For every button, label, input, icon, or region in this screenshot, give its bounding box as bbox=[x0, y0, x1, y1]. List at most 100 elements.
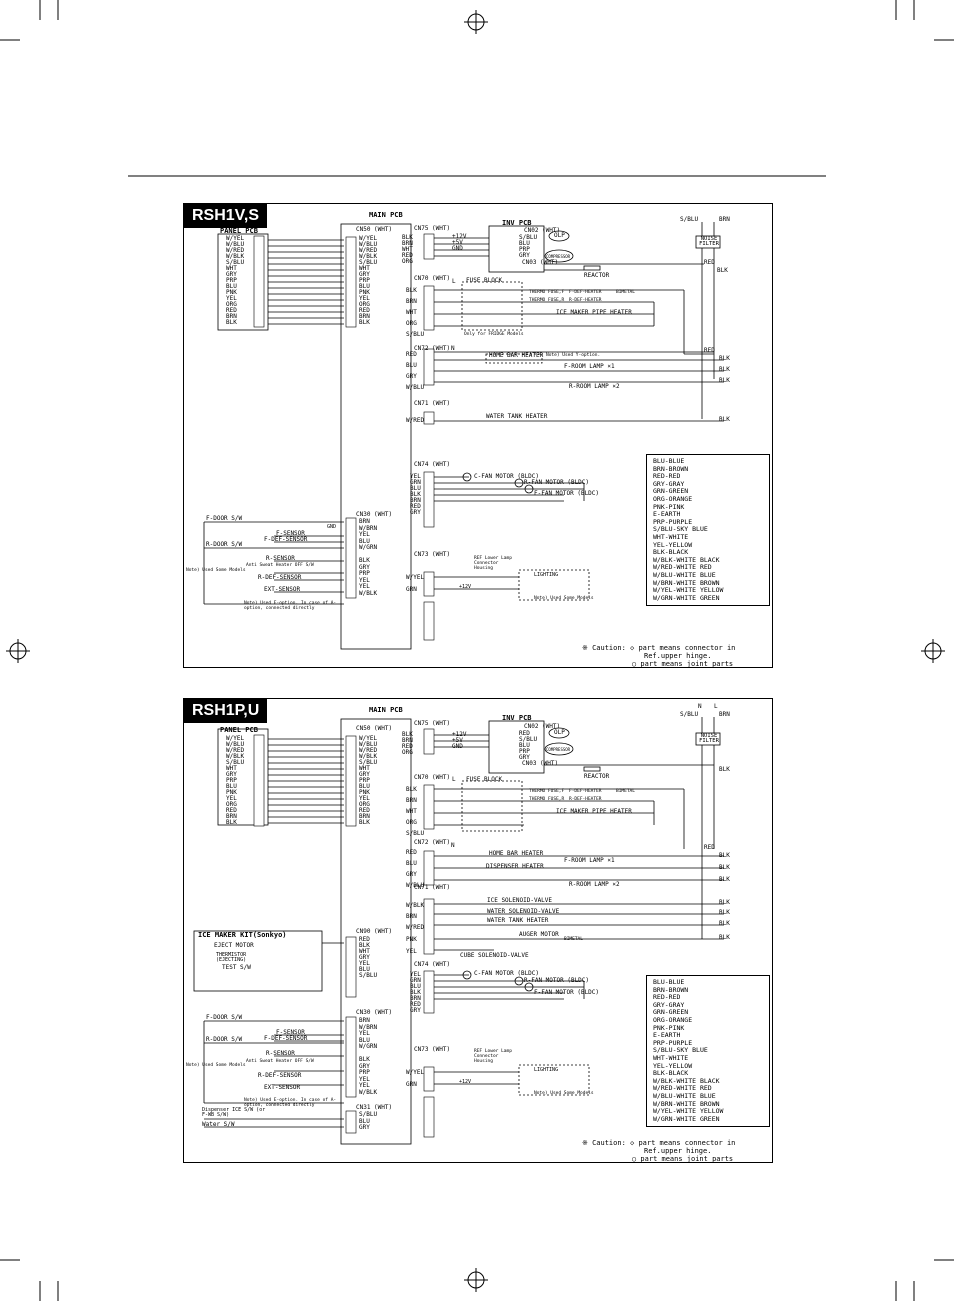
cn75-voltage-list: +12V +5V GND bbox=[452, 732, 466, 750]
wire-label: RED bbox=[359, 307, 370, 314]
wire-label: YEL bbox=[410, 473, 421, 480]
bimetal-label: BIMETAL bbox=[564, 937, 583, 942]
blk-label: BLK bbox=[719, 377, 730, 384]
legend-item: W/RED-WHITE RED bbox=[653, 563, 712, 572]
cn74-wire-list: YEL GRN BLU BLK BRN RED GRY bbox=[410, 474, 421, 516]
cn74-label: CN74 (WHT) bbox=[414, 461, 451, 468]
anti-sweat-sw: Anti Sweat Heater OFF S/W bbox=[246, 1059, 314, 1064]
red-label: RED bbox=[704, 347, 715, 354]
water-tank-heater: WATER TANK HEATER bbox=[487, 917, 549, 924]
wire-label: W/YEL bbox=[359, 735, 378, 742]
cn70-wire-list: BLK BRN WHT ORG S/BLU bbox=[406, 285, 424, 340]
legend-item: W/BRN-WHITE BROWN bbox=[653, 578, 720, 587]
wire-label: W/YEL bbox=[226, 235, 245, 242]
wire-label: RED bbox=[410, 503, 421, 510]
panel-wire-list: W/YEL W/BLU W/RED W/BLK S/BLU WHT GRY PR… bbox=[226, 736, 244, 826]
legend-item: ORG-ORANGE bbox=[653, 494, 693, 503]
wire-color-legend: BLU-BLUE BRN-BROWN RED-RED GRY-GRAY GRN-… bbox=[646, 975, 770, 1128]
panel-pcb-label: PANEL PCB bbox=[220, 726, 258, 734]
wire-label: GRY bbox=[410, 1007, 421, 1014]
main-pcb-label: MAIN PCB bbox=[369, 706, 403, 714]
l-label: L bbox=[714, 703, 718, 710]
legend-item: W/GRN-WHITE GREEN bbox=[653, 1114, 720, 1123]
wire-label: BLU bbox=[226, 283, 237, 290]
wiring-diagram-rsh1vs: RSH1V,S bbox=[183, 203, 773, 668]
legend-item: GRN-GREEN bbox=[653, 1008, 689, 1017]
wire-label: ORG bbox=[226, 301, 237, 308]
wire-label: W/BLK bbox=[226, 253, 245, 260]
wire-label: W/YEL bbox=[359, 235, 378, 242]
cn50-wire-list: W/YEL W/BLU W/RED W/BLK S/BLU WHT GRY PR… bbox=[359, 736, 377, 826]
legend-item: W/GRN-WHITE GREEN bbox=[653, 593, 720, 602]
wire-label: W/BLK bbox=[359, 589, 378, 597]
wire-label: W/BLK bbox=[226, 753, 245, 760]
legend-item: BRN-BROWN bbox=[653, 985, 689, 994]
wire-label: S/BLU bbox=[519, 736, 538, 743]
r-fan-motor: R-FAN MOTOR (BLDC) bbox=[524, 479, 590, 486]
wire-label: BRN bbox=[359, 313, 370, 320]
wire-label: PRP bbox=[226, 777, 237, 784]
wire-label: GRY bbox=[519, 754, 530, 761]
wire-label: ORG bbox=[359, 801, 370, 808]
wire-label: YEL bbox=[359, 1082, 370, 1089]
wire-label: RED bbox=[406, 351, 417, 358]
noise-filter-label: NOISE FILTER bbox=[699, 733, 719, 744]
wire-label: WHT bbox=[226, 265, 237, 272]
cn71-wire-list: W/BLK BRN W/RED PNK YEL bbox=[406, 900, 424, 957]
legend-item: W/RED-WHITE RED bbox=[653, 1084, 712, 1093]
wire-label: PNK bbox=[226, 289, 237, 296]
wire-label: BRN bbox=[410, 497, 421, 504]
cn73-wire-list: W/YEL GRN bbox=[406, 1067, 424, 1091]
ice-solenoid-valve: ICE SOLENOID-VALVE bbox=[487, 897, 553, 904]
wire-label: W/RED bbox=[359, 747, 378, 754]
r-door-sw: R-DOOR S/W bbox=[206, 541, 243, 548]
main-pcb-label: MAIN PCB bbox=[369, 211, 403, 219]
lighting-label: LIGHTING bbox=[534, 1067, 559, 1073]
f-room-lamp: F-ROOM LAMP ×1 bbox=[564, 857, 615, 864]
cn74-wire-list: YEL GRN BLU BLK BRN RED GRY bbox=[410, 972, 421, 1014]
wire-label: GRY bbox=[359, 563, 370, 571]
wire-label: GRY bbox=[359, 271, 370, 278]
legend-item: W/BLU-WHITE BLUE bbox=[653, 570, 716, 579]
f-door-sw: F-DOOR S/W bbox=[206, 515, 243, 522]
bimetal-label: BIMETAL bbox=[616, 789, 635, 794]
bimetal-label: BIMETAL bbox=[616, 290, 635, 295]
water-tank-heater: WATER TANK HEATER bbox=[486, 413, 548, 420]
c-fan-motor: C-FAN MOTOR (BLDC) bbox=[474, 970, 540, 977]
wire-label: BLU bbox=[359, 966, 370, 973]
used-some-note: Note) Used Some Models bbox=[534, 1091, 594, 1096]
wire-label: YEL bbox=[359, 295, 370, 302]
eject-motor: EJECT MOTOR bbox=[214, 942, 254, 949]
cn2-wire-list: RED S/BLU BLU PRP GRY bbox=[519, 731, 537, 761]
wire-label: PNK bbox=[359, 289, 370, 296]
wire-label: YEL bbox=[359, 960, 370, 967]
wire-label: S/BLU bbox=[519, 234, 538, 241]
cn50-wire-list: W/YEL W/BLU W/RED W/BLK S/BLU WHT GRY PR… bbox=[359, 236, 377, 326]
wire-label: BLK bbox=[410, 989, 421, 996]
legend-item: PRP-PURPLE bbox=[653, 517, 693, 526]
legend-item: E-EARTH bbox=[653, 1031, 681, 1040]
legend-item: PNK-PINK bbox=[653, 502, 685, 511]
wire-label: BLU bbox=[359, 1117, 370, 1125]
compressor-label: COMPRESSOR bbox=[546, 254, 571, 259]
blk-label: BLK bbox=[719, 876, 730, 883]
inv-pcb-label: INV PCB bbox=[502, 714, 532, 722]
brn-label: BRN bbox=[719, 711, 730, 718]
cn73-label: CN73 (WHT) bbox=[414, 1046, 451, 1053]
wire-label: S/BLU bbox=[406, 331, 425, 338]
wire-label: YEL bbox=[226, 795, 237, 802]
wire-label: BRN bbox=[359, 518, 370, 525]
r-sensor: R-SENSOR bbox=[266, 555, 295, 562]
cn2-wire-list: S/BLU BLU PRP GRY bbox=[519, 235, 537, 259]
wire-label: W/BLU bbox=[359, 241, 378, 248]
inv-pcb-label: INV PCB bbox=[502, 219, 532, 227]
cn74-label: CN74 (WHT) bbox=[414, 961, 451, 968]
wire-label: BRN bbox=[359, 813, 370, 820]
blk-label: BLK bbox=[719, 366, 730, 373]
wire-label: PRP bbox=[519, 246, 530, 253]
caution-line: ○ part means joint parts bbox=[632, 1155, 734, 1163]
cn90-label: CN90 (WHT) bbox=[356, 928, 393, 935]
wire-label: PRP bbox=[359, 777, 370, 784]
wire-label: ORG bbox=[359, 301, 370, 308]
wire-label: BLK bbox=[226, 319, 237, 326]
